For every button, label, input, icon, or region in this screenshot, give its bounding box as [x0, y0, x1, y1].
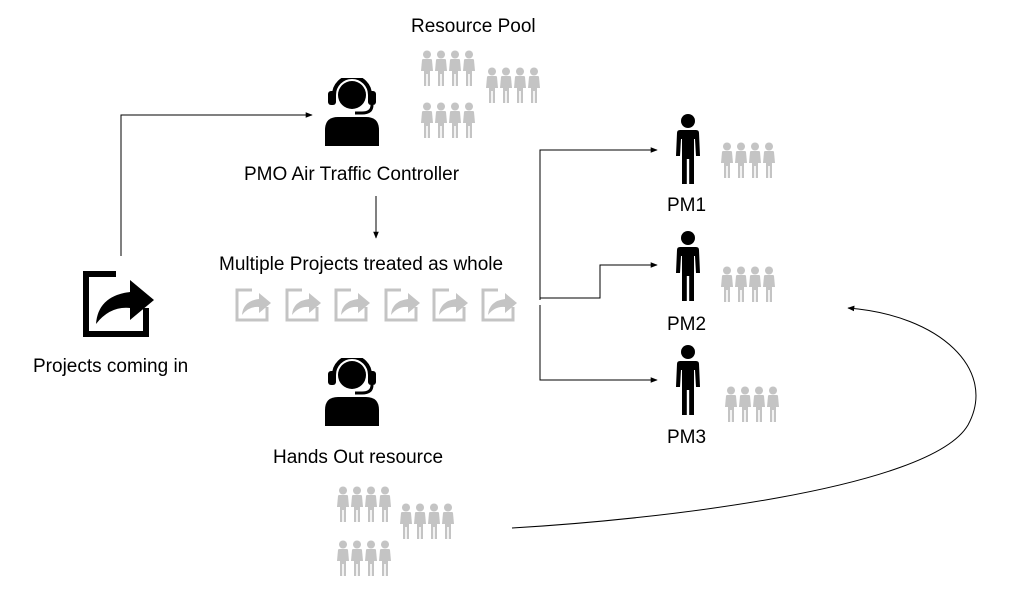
connector-bracket-to-pm3 [539, 305, 658, 383]
pm1-person-icon [676, 114, 700, 184]
resource-pool-team-icon [421, 103, 475, 139]
pm3-person-icon [676, 345, 700, 415]
hands-out-team-icon [400, 504, 454, 540]
resource-pool-team-icon [486, 68, 540, 104]
projects-share-icon [86, 274, 154, 334]
project-share-icon [235, 288, 273, 322]
pm3-team-icon [725, 387, 779, 423]
connector-to-pm2 [540, 262, 658, 299]
resource-pool-label: Resource Pool [411, 16, 536, 37]
project-share-icon [384, 288, 422, 322]
resource-pool-team-icon [421, 51, 475, 87]
pm2-team-icon [721, 267, 775, 303]
connector-projects-to-controller [120, 112, 313, 256]
hands-out-team-icon [337, 487, 391, 523]
pm2-label: PM2 [667, 314, 707, 335]
hands-out-resource-label: Hands Out resource [273, 447, 444, 468]
hands-out-team-icon [337, 541, 391, 577]
project-share-icon [334, 288, 372, 322]
pm3-label: PM3 [667, 427, 707, 448]
hands-out-headset-icon [323, 358, 381, 426]
project-share-icon [285, 288, 323, 322]
connector-bracket-to-pm1 [539, 147, 658, 300]
project-share-icon [481, 288, 519, 322]
controller-label: PMO Air Traffic Controller [244, 164, 460, 185]
project-share-icon [432, 288, 470, 322]
pm1-team-icon [721, 143, 775, 179]
controller-headset-icon [323, 78, 381, 146]
projects-coming-in-label: Projects coming in [33, 356, 189, 377]
pm2-person-icon [676, 231, 700, 301]
multiple-projects-label: Multiple Projects treated as whole [219, 254, 504, 275]
connector-resource-return-curve [511, 305, 977, 529]
pm1-label: PM1 [667, 195, 707, 216]
